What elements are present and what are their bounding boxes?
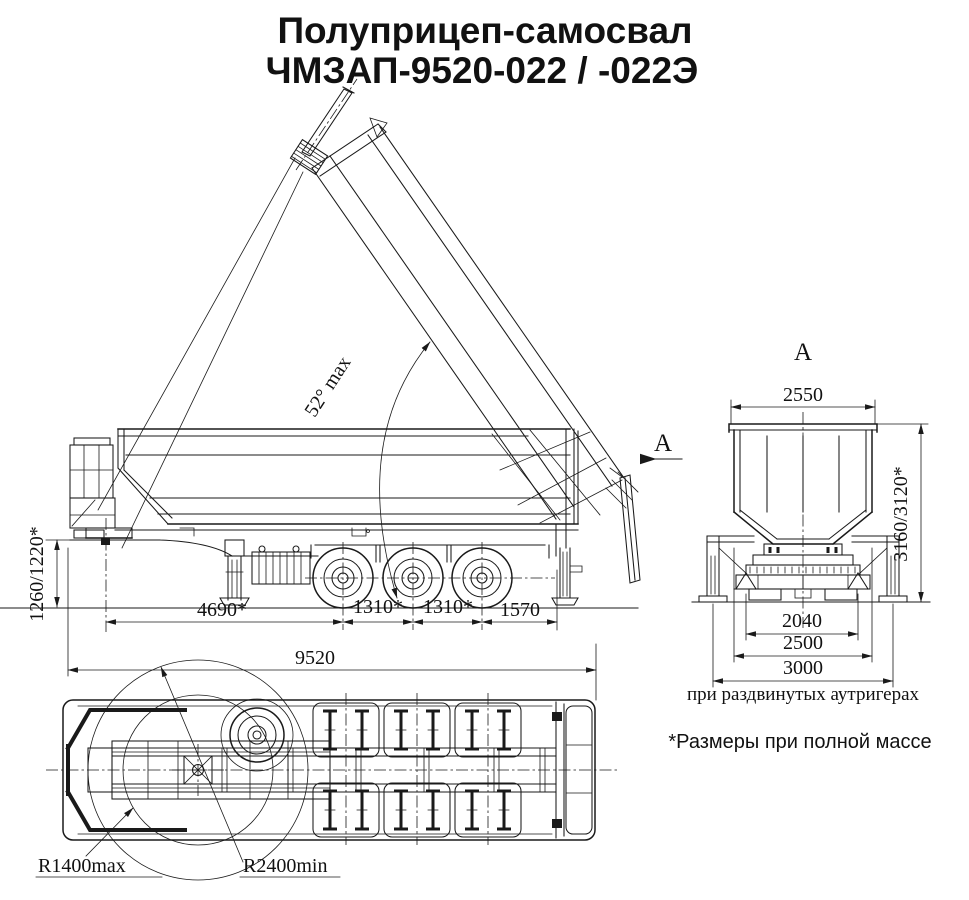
tailgate-open — [619, 474, 641, 584]
lowered-body — [117, 428, 579, 537]
radius-turning-label: R2400min — [243, 855, 327, 877]
plan-view: R1400max R2400min — [35, 659, 618, 881]
dim-3000: 3000 — [783, 657, 823, 679]
plan-rear-gate — [552, 701, 593, 839]
tipped-body — [97, 78, 641, 584]
dim-1310-1: 1310* — [353, 596, 403, 618]
left-outrigger — [698, 535, 755, 603]
toolbox — [251, 545, 311, 585]
axle-dimension-chain: 4690* 1310* 1310* 1570 — [105, 569, 558, 631]
front-overhang-radius-circle — [122, 694, 274, 846]
left-jack — [733, 572, 759, 590]
dim-2550: 2550 — [783, 384, 823, 406]
overall-length-dimension: 9520 — [67, 547, 597, 701]
title-block: Полуприцеп-самосвал ЧМЗАП-9520-022 / -02… — [266, 10, 699, 91]
rear-support-leg — [551, 523, 583, 606]
kingpin-height-dim-label: 1260/1220* — [26, 526, 48, 622]
chassis-frame — [69, 529, 579, 557]
tip-angle-label: 52° max — [300, 352, 355, 421]
tipping-trajectory-lines — [97, 157, 304, 549]
section-view-arrow-label: A — [654, 430, 672, 457]
front-platform — [69, 437, 116, 539]
kingpin — [85, 518, 133, 632]
plan-axle-centerlines — [345, 693, 489, 845]
footnote: *Размеры при полной массе — [668, 731, 931, 753]
landing-gear — [219, 539, 250, 606]
plan-wheels-bottom — [312, 782, 522, 838]
dim-1570: 1570 — [500, 599, 540, 621]
radius-front-label: R1400max — [38, 855, 126, 877]
dim-3160: 3160/3120* — [890, 466, 912, 562]
dim-4690: 4690* — [197, 599, 247, 621]
section-view-arrow: A — [639, 430, 683, 465]
body-width-dimension: 2550 — [730, 384, 876, 425]
tip-angle-arc — [379, 341, 431, 599]
front-radius-callout: R1400max — [35, 807, 163, 878]
right-outrigger — [851, 535, 908, 603]
side-view: 52° max A 1260/1220* 4690* 1310* 1310* 1… — [0, 78, 683, 701]
plan-kingpin — [172, 744, 224, 796]
dim-2500: 2500 — [783, 632, 823, 654]
turning-radius-circle — [87, 659, 309, 881]
rear-view: A — [687, 339, 931, 705]
rear-view-title-label: A — [794, 339, 812, 366]
page-title-line1: Полуприцеп-самосвал — [277, 10, 692, 51]
hydraulic-cylinder — [289, 78, 358, 176]
frame-width-dimension: 2500 — [733, 547, 873, 663]
right-jack — [845, 572, 871, 590]
outrigger-span-dimension: 3000 — [712, 603, 894, 688]
overall-height-dimension: 3160/3120* — [876, 423, 929, 603]
rear-chassis — [733, 543, 871, 601]
page-title-line2: ЧМЗАП-9520-022 / -022Э — [266, 50, 699, 91]
dim-2040: 2040 — [782, 610, 822, 632]
jack-spacing-dimension: 2040 — [745, 593, 859, 641]
dim-9520: 9520 — [295, 647, 335, 669]
outrigger-note: при раздвинутых аутригерах — [687, 684, 920, 705]
turning-radius-callout: R2400min — [160, 666, 341, 878]
spare-wheel — [220, 698, 294, 772]
dim-1310-2: 1310* — [423, 596, 473, 618]
kingpin-height-dimension: 1260/1220* — [26, 526, 97, 622]
